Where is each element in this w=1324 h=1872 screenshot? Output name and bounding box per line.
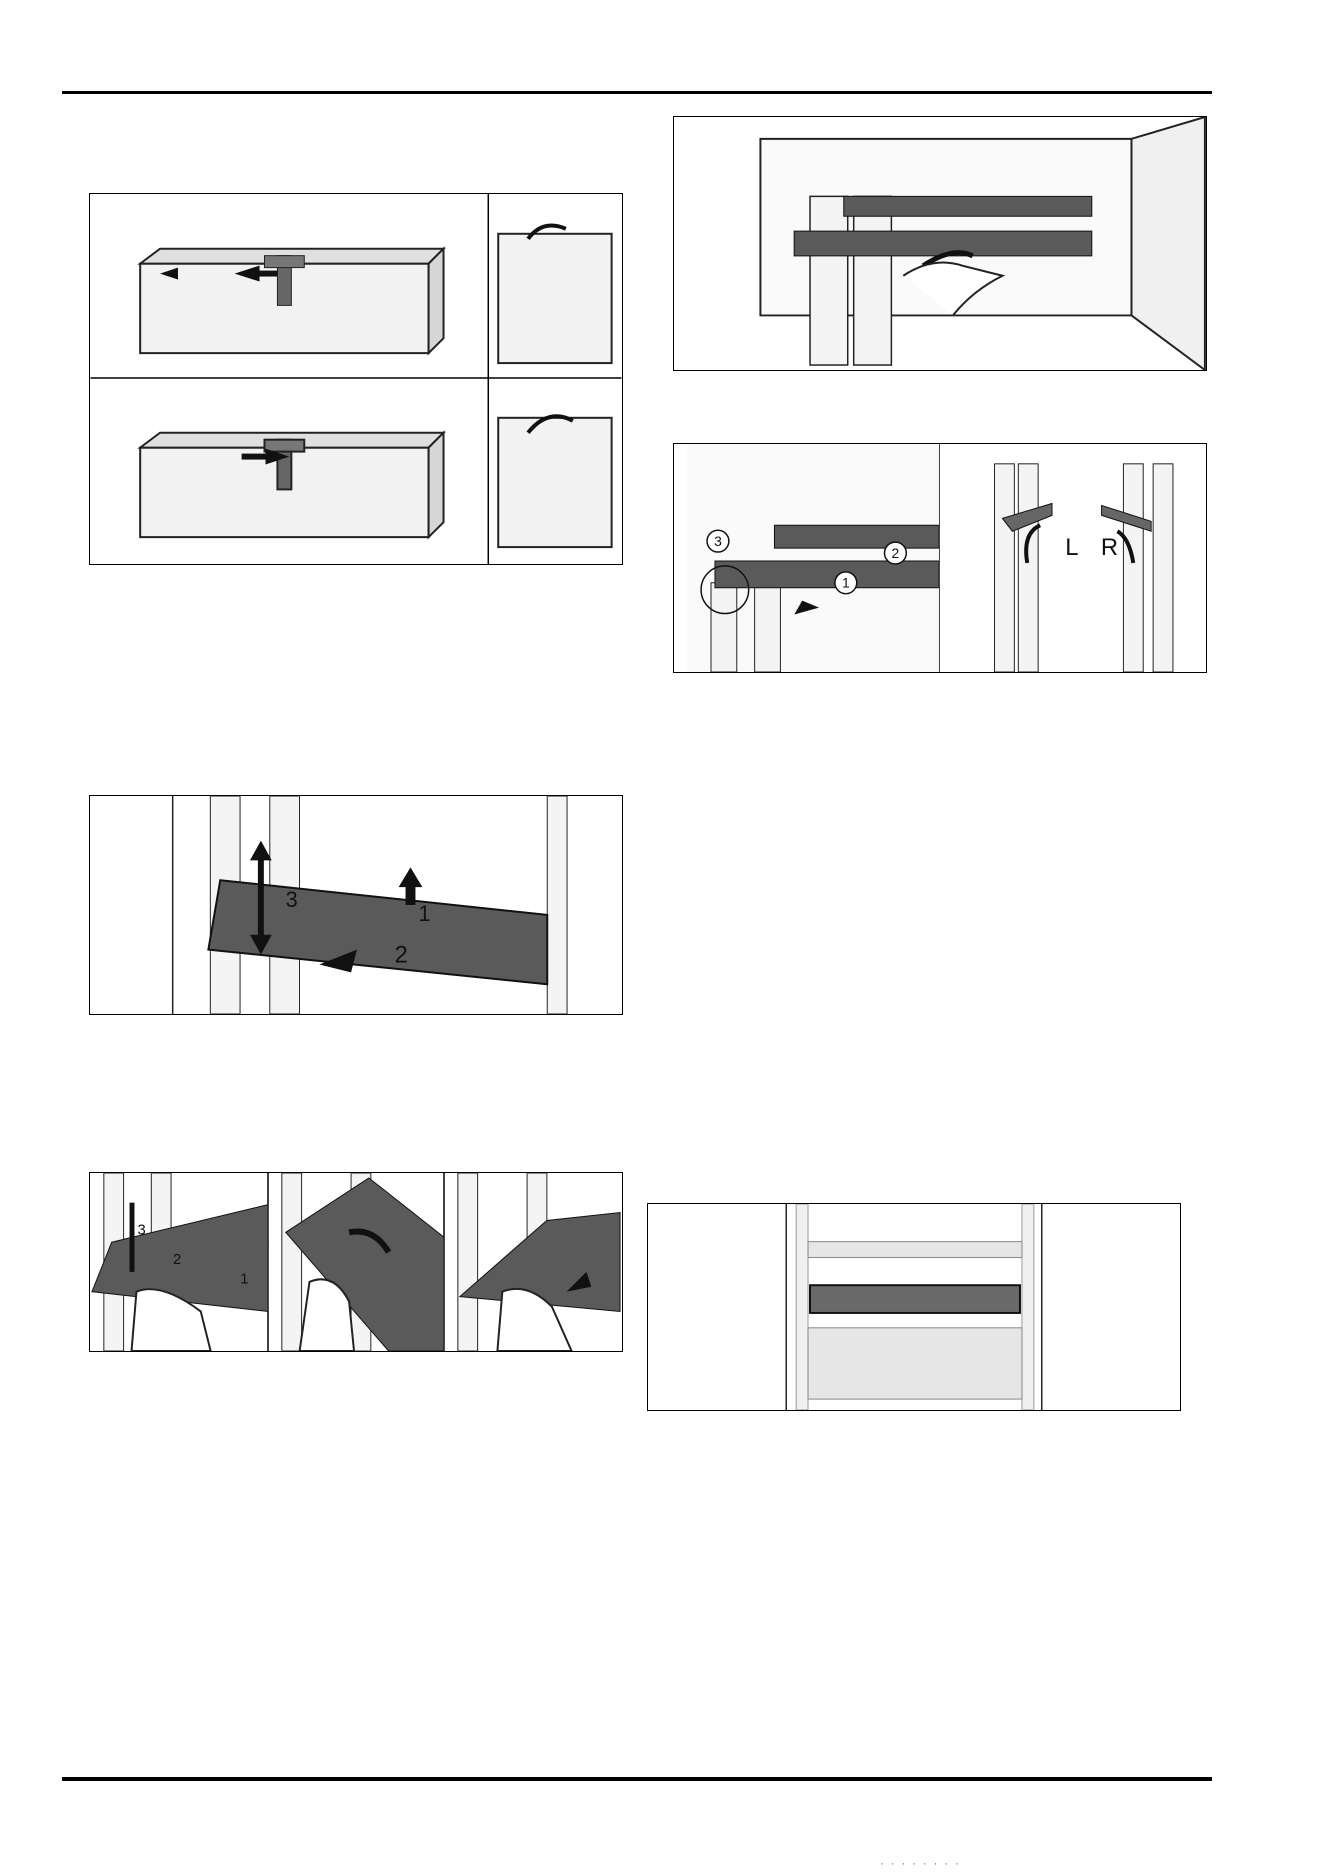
adjust-label-1: 1: [418, 901, 430, 926]
sequence-label-2: 2: [173, 1252, 181, 1268]
door-bin-illustration: [90, 194, 622, 564]
fridge-shelf-position-figure: [647, 1203, 1181, 1411]
shelf-remove-illustration: 3 2 1 L R: [674, 444, 1206, 672]
shelf-hand-sequence-illustration: 3 2 1: [90, 1173, 622, 1351]
left-side-label: L: [1065, 534, 1078, 561]
adjust-label-2: 2: [395, 941, 408, 968]
shelf-remove-figure: 3 2 1 L R: [673, 443, 1207, 673]
footer-text: · · · · · · · ·: [880, 1858, 961, 1870]
callout-2-label: 2: [892, 545, 900, 561]
fridge-shelf-position-illustration: [648, 1204, 1180, 1410]
callout-3-label: 3: [714, 533, 722, 549]
shelf-adjust-figure: 3 1 2: [89, 795, 623, 1015]
sequence-label-3: 3: [137, 1222, 145, 1238]
shelf-install-figure: [673, 116, 1207, 371]
footer-rule: [62, 1777, 1212, 1781]
adjust-label-3: 3: [286, 887, 298, 912]
shelf-hand-sequence-figure: 3 2 1: [89, 1172, 623, 1352]
door-bin-figure: [89, 193, 623, 565]
shelf-install-illustration: [674, 117, 1206, 370]
sequence-label-1: 1: [240, 1272, 248, 1288]
right-side-label: R: [1101, 534, 1118, 561]
shelf-adjust-illustration: 3 1 2: [90, 796, 622, 1014]
header-rule: [62, 91, 1212, 94]
callout-1-label: 1: [842, 575, 850, 591]
